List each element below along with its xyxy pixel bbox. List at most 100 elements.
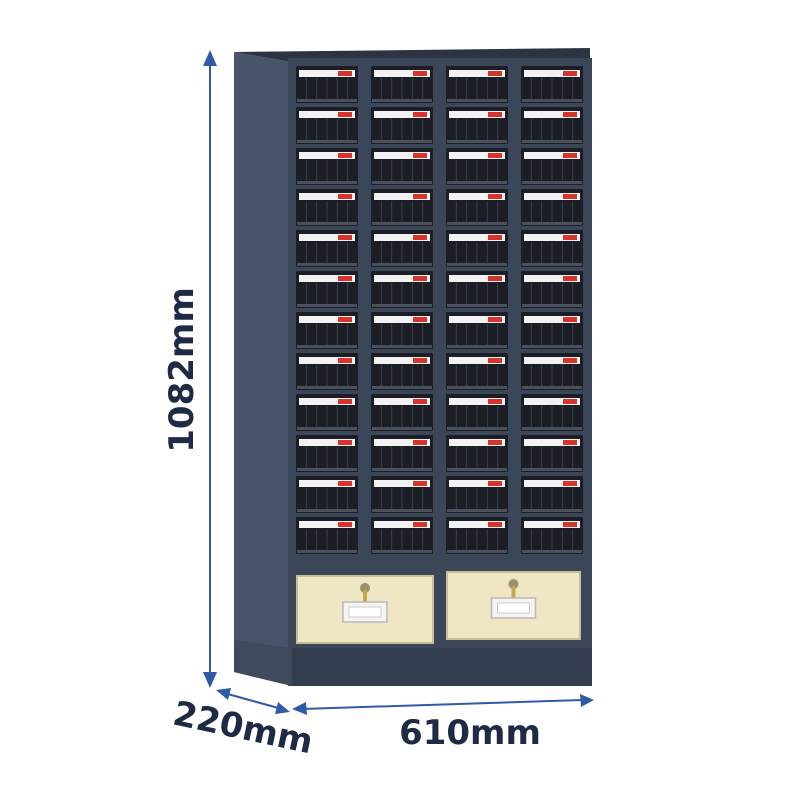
bin-label-strip [524,316,580,323]
bin-lip [447,222,507,225]
bin-drawer [296,189,358,226]
bin-lip [522,509,582,512]
bin-lip [447,140,507,143]
bin-red-tag [338,194,352,199]
bin-label-strip [374,152,430,159]
width-arrow-line [301,699,583,710]
bin-label-strip [524,275,580,282]
bin-label-strip [299,521,355,528]
cabinet-base [288,648,592,686]
bin-drawer [371,271,433,308]
bin-label-strip [524,234,580,241]
bin-label-strip [449,316,505,323]
drawer-handle-inset [497,602,530,614]
bin-label-strip [524,439,580,446]
bin-label-strip [299,439,355,446]
bin-lip [372,99,432,102]
drawer-handle-inset [348,606,382,618]
bin-red-tag [413,71,427,76]
bin-red-tag [338,358,352,363]
bin-lip [447,509,507,512]
bin-drawer [521,517,583,554]
cabinet-base-side [234,640,292,686]
bin-red-tag [488,112,502,117]
bin-drawer [446,517,508,554]
bin-red-tag [413,358,427,363]
bin-lip [297,386,357,389]
bin-drawer [371,394,433,431]
bin-label-strip [374,439,430,446]
bin-lip [447,468,507,471]
bin-lip [372,550,432,553]
bin-drawer [371,230,433,267]
bin-label-strip [524,521,580,528]
height-arrow-top-head [203,50,217,66]
bin-lip [297,427,357,430]
bin-label-strip [299,480,355,487]
bin-lip [447,427,507,430]
bin-lip [522,222,582,225]
bin-red-tag [563,522,577,527]
bin-label-strip [374,193,430,200]
bin-label-strip [449,152,505,159]
bin-lip [372,304,432,307]
depth-arrow-right-head [275,702,290,714]
width-arrow-left-head [292,702,307,715]
bin-red-tag [338,71,352,76]
bin-lip [522,181,582,184]
bin-drawer [446,107,508,144]
bin-lip [297,468,357,471]
bin-lip [522,304,582,307]
bin-label-strip [299,398,355,405]
bin-red-tag [488,317,502,322]
bin-label-strip [299,316,355,323]
bin-lip [447,181,507,184]
bin-lip [372,468,432,471]
bin-drawer [371,148,433,185]
bin-red-tag [488,522,502,527]
bin-red-tag [563,153,577,158]
bin-drawer [521,353,583,390]
bin-red-tag [338,153,352,158]
bin-lip [372,222,432,225]
bin-red-tag [563,112,577,117]
bin-lip [522,345,582,348]
bin-label-strip [374,357,430,364]
bin-drawer [296,476,358,513]
bin-red-tag [488,194,502,199]
bin-lip [522,140,582,143]
key-icon [511,586,516,600]
width-dimension-label: 610mm [399,713,541,753]
bin-drawer [371,517,433,554]
bin-label-strip [374,521,430,528]
bin-drawer [371,107,433,144]
bin-drawer [371,476,433,513]
bin-red-tag [563,276,577,281]
bin-drawer [446,476,508,513]
bin-red-tag [563,317,577,322]
bin-drawer [296,271,358,308]
bin-label-strip [374,234,430,241]
bin-label-strip [449,439,505,446]
bin-drawer [446,230,508,267]
bin-lip [297,99,357,102]
lower-drawers [296,571,581,644]
bin-red-tag [563,71,577,76]
bin-red-tag [563,440,577,445]
bin-lip [372,140,432,143]
bin-lip [522,550,582,553]
bin-lip [522,427,582,430]
bin-red-tag [488,399,502,404]
bin-lip [297,263,357,266]
bin-lip [297,222,357,225]
bin-red-tag [338,440,352,445]
bin-red-tag [413,481,427,486]
bin-red-tag [413,194,427,199]
bin-drawer [521,271,583,308]
bin-drawer [521,107,583,144]
bin-label-strip [449,111,505,118]
bin-label-strip [524,70,580,77]
locking-drawer [296,575,434,644]
bin-red-tag [338,235,352,240]
